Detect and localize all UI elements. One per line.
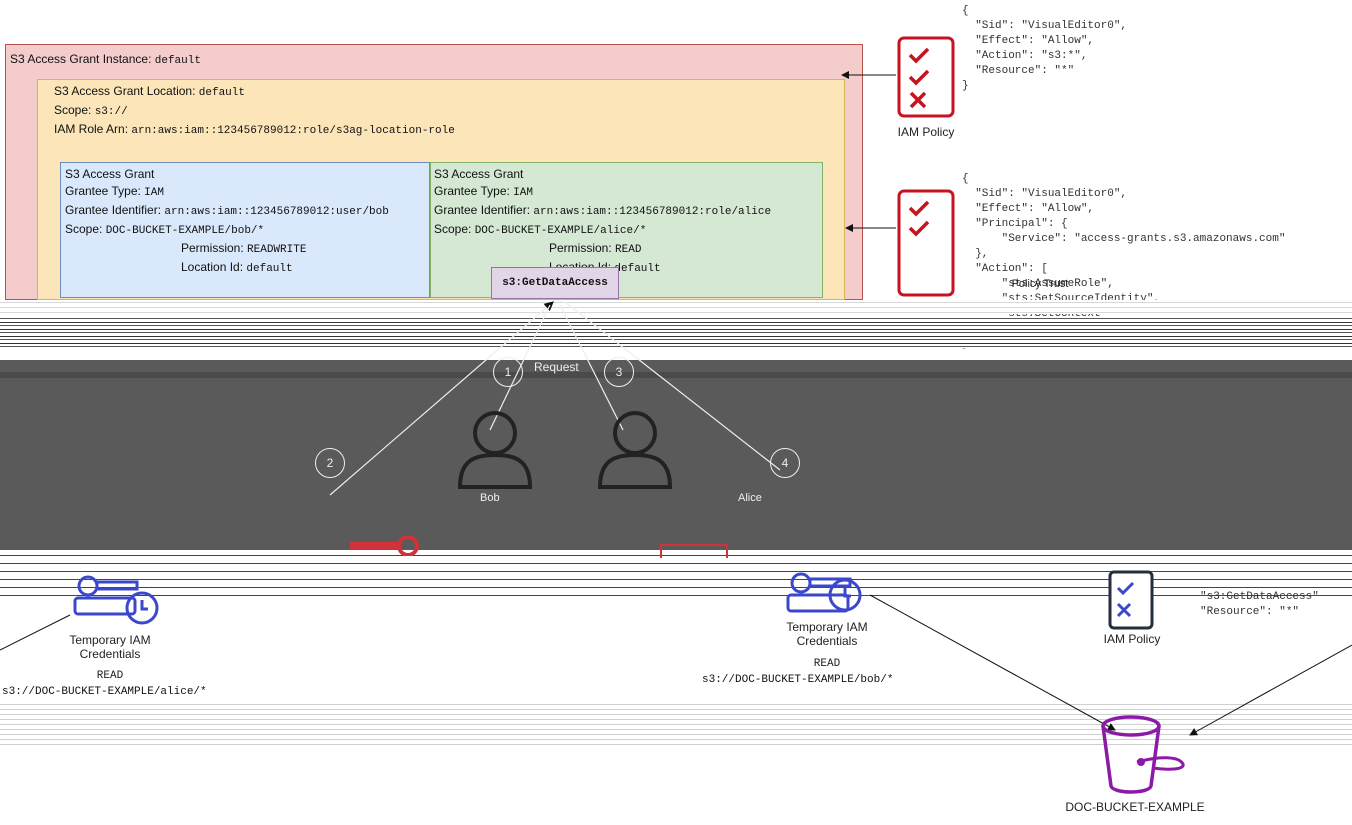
user-alice-label: Alice xyxy=(738,492,762,504)
grant-alice-perm-label: Permission: xyxy=(549,241,612,255)
temporary-credentials-icon-left xyxy=(73,575,159,625)
instance-line: S3 Access Grant Instance: default xyxy=(10,51,201,70)
creds-mid-path: s3://DOC-BUCKET-EXAMPLE/bob/* xyxy=(702,674,894,686)
step-marker-2: 2 xyxy=(315,448,345,478)
step-marker-1: 1 xyxy=(493,357,523,387)
user-alice-icon xyxy=(597,411,673,489)
location-scope-label: Scope: xyxy=(54,103,92,117)
grant-bob-id-value: arn:aws:iam::123456789012:user/bob xyxy=(164,206,389,218)
instance-value: default xyxy=(154,55,201,67)
grant-alice-type-label: Grantee Type: xyxy=(434,184,510,198)
iam-policy-json-right: "s3:GetDataAccess" "Resource": "*" xyxy=(1200,591,1319,618)
creds-left-path: s3://DOC-BUCKET-EXAMPLE/alice/* xyxy=(2,686,207,698)
iam-policy-caption-right: IAM Policy xyxy=(1103,632,1161,646)
glitch-band-2 xyxy=(0,318,1352,348)
grant-alice-scope-value: DOC-BUCKET-EXAMPLE/alice/* xyxy=(474,225,647,237)
bucket-caption: DOC-BUCKET-EXAMPLE xyxy=(1065,800,1205,814)
location-title-label: S3 Access Grant Location: xyxy=(54,84,196,98)
iam-policy-caption-top: IAM Policy xyxy=(897,125,955,139)
grant-bob-loc-label: Location Id: xyxy=(181,260,244,274)
iam-policy-json-top: { "Sid": "VisualEditor0", "Effect": "All… xyxy=(962,5,1128,92)
s3-bucket-icon xyxy=(1101,715,1185,794)
location-role-value: arn:aws:iam::123456789012:role/s3ag-loca… xyxy=(131,125,455,137)
grant-bob-perm-label: Permission: xyxy=(181,241,244,255)
grant-bob-scope-label: Scope: xyxy=(65,222,103,236)
grant-alice-loc-value: default xyxy=(614,263,661,275)
role-icon xyxy=(660,544,728,558)
grant-alice-scope-label: Scope: xyxy=(434,222,472,236)
grant-bob-id-label: Grantee Identifier: xyxy=(65,203,162,217)
glitch-band-dark xyxy=(0,360,1352,550)
location-role-label: IAM Role Arn: xyxy=(54,122,129,136)
creds-mid-perm: READ xyxy=(813,658,841,670)
grant-alice-title: S3 Access Grant xyxy=(434,167,524,181)
user-bob-label: Bob xyxy=(480,492,500,504)
request-label: Request xyxy=(534,360,579,374)
iam-policy-icon-trust xyxy=(897,189,955,297)
creds-left-perm: READ xyxy=(96,670,124,682)
grant-bob-scope-value: DOC-BUCKET-EXAMPLE/bob/* xyxy=(105,225,265,237)
grant-bob-type-label: Grantee Type: xyxy=(65,184,141,198)
grant-alice-perm-value: READ xyxy=(615,244,642,256)
iam-policy-icon-right xyxy=(1108,570,1154,630)
location-title-value: default xyxy=(198,87,245,99)
grant-bob-box: S3 Access Grant Grantee Type: IAM Grante… xyxy=(60,162,430,298)
creds-mid-caption: Temporary IAM Credentials xyxy=(786,620,868,648)
location-scope-value: s3:// xyxy=(94,106,128,118)
temporary-credentials-icon-mid xyxy=(786,572,862,613)
glitch-band-4 xyxy=(0,700,1352,745)
grant-bob-perm-value: READWRITE xyxy=(247,244,307,256)
grant-bob-title: S3 Access Grant xyxy=(65,167,155,181)
step-marker-4: 4 xyxy=(770,448,800,478)
grant-alice-id-value: arn:aws:iam::123456789012:role/alice xyxy=(533,206,772,218)
glitch-band-dark-stripe xyxy=(0,372,1352,378)
step-marker-3: 3 xyxy=(604,357,634,387)
creds-left-caption: Temporary IAM Credentials xyxy=(69,633,151,661)
iam-policy-icon-top xyxy=(897,36,955,118)
grant-alice-type-value: IAM xyxy=(513,187,533,199)
policy-trust-caption: Policy Trust xyxy=(1011,278,1069,290)
instance-label: S3 Access Grant Instance: xyxy=(10,52,152,66)
grant-bob-type-value: IAM xyxy=(144,187,164,199)
grant-alice-id-label: Grantee Identifier: xyxy=(434,203,531,217)
glitch-band-1 xyxy=(0,300,1352,314)
get-data-access-box[interactable]: s3:GetDataAccess xyxy=(491,267,619,299)
key-icon xyxy=(350,536,419,556)
user-bob-icon xyxy=(457,411,533,489)
grant-bob-loc-value: default xyxy=(246,263,293,275)
